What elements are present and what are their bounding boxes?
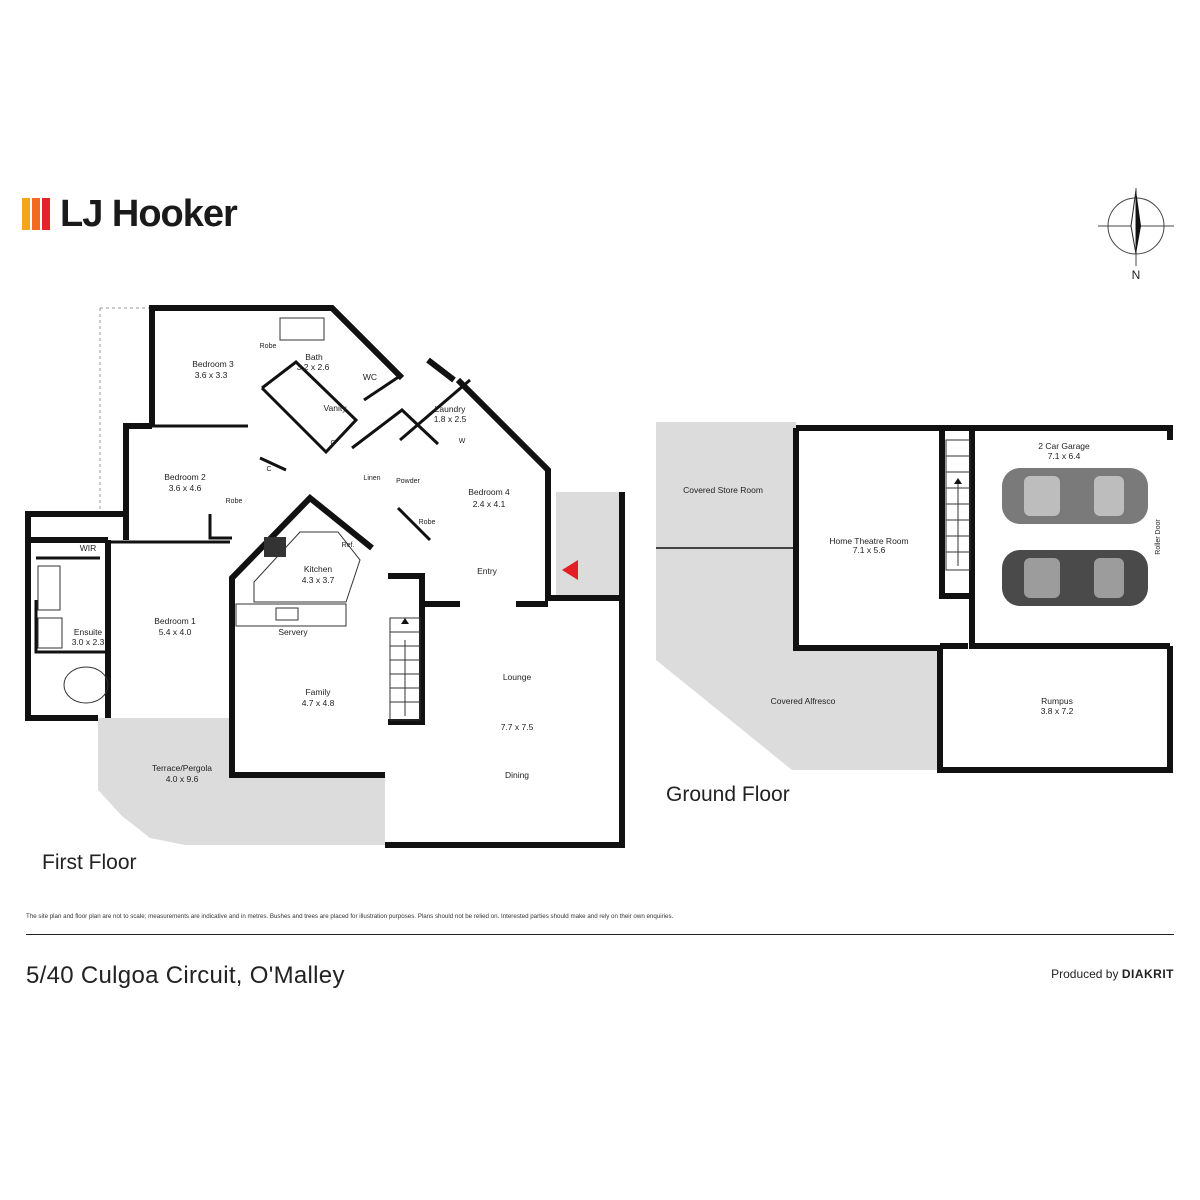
laundry-dims: 1.8 x 2.5 <box>434 414 467 424</box>
brand-name: LJ Hooker <box>60 193 238 235</box>
servery-label: Servery <box>278 627 308 637</box>
bedroom1-dims: 5.4 x 4.0 <box>159 627 192 637</box>
stair-arrow-icon <box>401 618 409 624</box>
family-dims: 4.7 x 4.8 <box>302 698 335 708</box>
lounge-dims: 7.7 x 7.5 <box>501 722 534 732</box>
servery-bench <box>235 603 347 627</box>
first-floor-title: First Floor <box>42 851 137 874</box>
fridge-label: Ref. <box>342 542 355 549</box>
home-theatre-label: Home Theatre Room <box>829 536 908 546</box>
shower-icon <box>37 565 61 611</box>
entry-marker-icon <box>562 560 578 580</box>
ensuite-label: Ensuite <box>74 627 103 637</box>
spa-bath-icon <box>63 666 109 704</box>
first-floor-walls <box>25 305 625 848</box>
vanity-label: Vanity <box>324 403 348 413</box>
wc-label: WC <box>363 372 377 382</box>
covered-alfresco-area <box>656 548 940 770</box>
terrace-label: Terrace/Pergola <box>152 763 212 773</box>
bedroom4-robe-label: Robe <box>419 519 436 526</box>
ground-floor-plan: Covered Store Room Home Theatre Room 7.1… <box>656 422 1173 806</box>
compass-north-label: N <box>1132 268 1141 282</box>
bedroom2-robe-label: Robe <box>226 498 243 505</box>
roller-door-label: Roller Door <box>1155 519 1162 555</box>
home-theatre-dims: 7.1 x 5.6 <box>853 545 886 555</box>
ground-floor-walls <box>793 425 1173 773</box>
sink-icon <box>275 607 299 621</box>
covered-store-area <box>656 422 796 548</box>
first-floor-stairs <box>389 617 421 721</box>
covered-store-label: Covered Store Room <box>683 485 763 495</box>
washer-label: W <box>459 438 466 445</box>
bedroom1-label: Bedroom 1 <box>154 616 196 626</box>
first-floor-plan: Bedroom 3 3.6 x 3.3 Robe Bath 3.2 x 2.6 … <box>25 305 625 874</box>
property-address: 5/40 Culgoa Circuit, O'Malley <box>26 962 345 989</box>
logo-stripe-1 <box>22 198 30 230</box>
bathtub-icon <box>279 317 325 341</box>
bath-dims: 3.2 x 2.6 <box>297 362 330 372</box>
terrace-dims: 4.0 x 9.6 <box>166 774 199 784</box>
bedroom2-dims: 3.6 x 4.6 <box>169 483 202 493</box>
garage-label: 2 Car Garage <box>1038 441 1090 451</box>
logo-stripe-3 <box>42 198 50 230</box>
brand-logo: LJ Hooker <box>22 193 238 235</box>
garage-dims: 7.1 x 6.4 <box>1048 451 1081 461</box>
vanity-cupboard-label: C <box>330 440 335 447</box>
family-label: Family <box>305 687 331 697</box>
bedroom3-dims: 3.6 x 3.3 <box>195 370 228 380</box>
laundry-label: Laundry <box>435 404 466 414</box>
hall-cupboard-label: C <box>266 466 271 473</box>
bedroom4-label: Bedroom 4 <box>468 487 510 497</box>
bedroom2-label: Bedroom 2 <box>164 472 206 482</box>
car-2-icon <box>1002 550 1148 606</box>
linen-label: Linen <box>363 475 380 482</box>
rumpus-dims: 3.8 x 7.2 <box>1041 706 1074 716</box>
courtyard-outline <box>99 307 150 510</box>
rumpus-label: Rumpus <box>1041 696 1073 706</box>
kitchen-bench <box>253 531 361 603</box>
north-compass-icon: N <box>1098 188 1174 282</box>
first-floor-interior-walls <box>34 360 471 654</box>
robe-label: Robe <box>260 343 277 350</box>
bath-label: Bath <box>305 352 323 362</box>
cooktop-icon <box>264 537 286 557</box>
produced-by-label: Produced by <box>1051 967 1119 981</box>
dining-label: Dining <box>505 770 529 780</box>
disclaimer-text: The site plan and floor plan are not to … <box>26 913 674 920</box>
footer-divider <box>26 934 1174 935</box>
ensuite-basin-icon <box>37 617 63 649</box>
car-1-icon <box>1002 468 1148 524</box>
ensuite-dims: 3.0 x 2.3 <box>72 637 105 647</box>
lounge-label: Lounge <box>503 672 532 682</box>
kitchen-dims: 4.3 x 3.7 <box>302 575 335 585</box>
wir-label: WIR <box>80 543 97 553</box>
logo-stripe-2 <box>32 198 40 230</box>
kitchen-label: Kitchen <box>304 564 333 574</box>
bedroom3-label: Bedroom 3 <box>192 359 234 369</box>
powder-label: Powder <box>396 478 420 485</box>
bedroom4-dims: 2.4 x 4.1 <box>473 499 506 509</box>
ground-floor-title: Ground Floor <box>666 783 790 806</box>
entry-label: Entry <box>477 566 498 576</box>
producer-credit: Produced by DIAKRIT <box>1051 967 1174 981</box>
ground-stair-arrow-icon <box>954 478 962 484</box>
porch-area <box>556 492 622 598</box>
covered-alfresco-label: Covered Alfresco <box>771 696 836 706</box>
ground-floor-stairs <box>945 439 971 571</box>
producer-name: DIAKRIT <box>1121 967 1174 981</box>
terrace-area <box>98 718 385 845</box>
